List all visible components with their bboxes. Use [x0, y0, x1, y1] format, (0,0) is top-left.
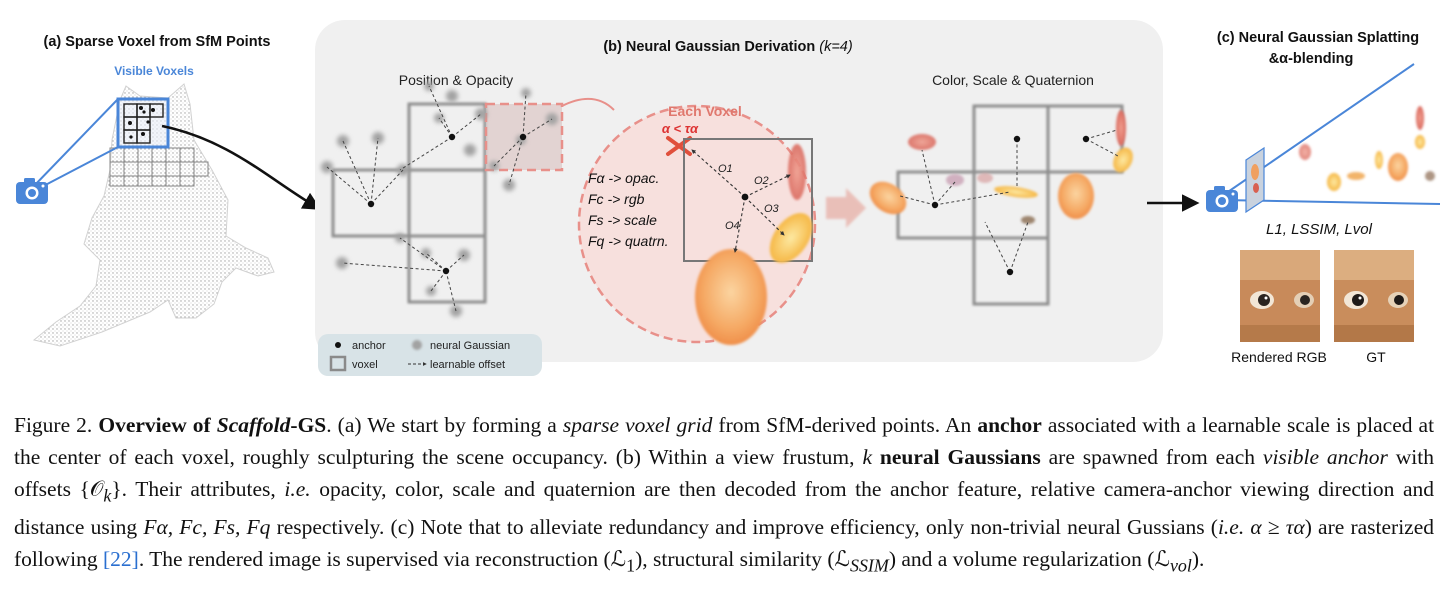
frustum-gaussians: [1299, 106, 1435, 191]
offset-label-4: O4: [725, 220, 740, 232]
legend-anchor-marker: [335, 342, 341, 348]
figure-caption: Figure 2. Overview of Scaffold-GS. (a) W…: [14, 413, 1435, 576]
panel-a-title: (a) Sparse Voxel from SfM Points: [44, 34, 271, 50]
figure-graphic: (a) Sparse Voxel from SfM Points Visible…: [16, 20, 1441, 376]
cat-point-cloud: [32, 83, 275, 347]
legend-neural-gaussian: neural Gaussian: [430, 340, 510, 352]
decoder-scale: Fs -> scale: [588, 212, 657, 228]
decoder-quaternion: Fq -> quatrn.: [588, 233, 669, 249]
legend: anchor voxel neural Gaussian learnable o…: [318, 334, 542, 376]
offset-label-3: O3: [764, 203, 780, 215]
transform-arrow: [826, 188, 866, 228]
zoom-anchor: [741, 193, 749, 201]
left-voxel-grid: [331, 102, 487, 304]
caption-figure-number: Figure 2.: [14, 413, 93, 437]
color-scale-quaternion-label: Color, Scale & Quaternion: [932, 72, 1094, 88]
left-anchors: [367, 133, 527, 275]
panel-a-subtitle: Visible Voxels: [114, 64, 194, 78]
legend-learnable-offset: learnable offset: [430, 359, 505, 371]
legend-gaussian-marker: [412, 340, 422, 350]
gt-label: GT: [1366, 349, 1386, 365]
right-learnable-offsets: [899, 129, 1119, 273]
rendered-rgb-image: [1240, 250, 1320, 342]
legend-voxel: voxel: [352, 359, 378, 371]
panel-c-title-line1: (c) Neural Gaussian Splatting: [1217, 30, 1419, 46]
image-plane: [1245, 146, 1265, 214]
decoder-opacity: Fα -> opac.: [588, 170, 659, 186]
pruned-cross-icon: [666, 136, 692, 156]
rendered-rgb-label: Rendered RGB: [1231, 349, 1327, 365]
offset-label-1: O1: [718, 163, 733, 175]
panel-b-title: (b) Neural Gaussian Derivation(k=4): [603, 39, 852, 55]
each-voxel-label: Each Voxel: [668, 103, 742, 119]
threshold-label: α < τα: [662, 121, 699, 136]
position-opacity-label: Position & Opacity: [399, 72, 513, 88]
loss-label: L1, LSSIM, Lvol: [1266, 221, 1373, 238]
offset-label-2: O2: [754, 175, 769, 187]
decoder-rgb: Fc -> rgb: [588, 191, 645, 207]
panel-c-title-line2: &α-blending: [1269, 51, 1354, 67]
right-anchors: [931, 135, 1090, 276]
visible-voxels: [116, 97, 170, 149]
arrow-to-panel-b: [161, 124, 322, 210]
legend-voxel-marker: [329, 355, 347, 372]
right-neural-gaussians: [869, 110, 1133, 224]
camera-icon: [1206, 186, 1238, 212]
gt-image: [1334, 250, 1414, 342]
each-voxel-zoom: Each Voxel α < τα Fα -> opac. Fc -> rgb …: [577, 103, 817, 345]
camera-icon: [16, 178, 48, 204]
citation-link[interactable]: [22]: [102, 547, 139, 572]
legend-anchor: anchor: [352, 340, 386, 352]
zoom-connector: [561, 98, 615, 111]
left-learnable-offsets: [326, 85, 553, 312]
